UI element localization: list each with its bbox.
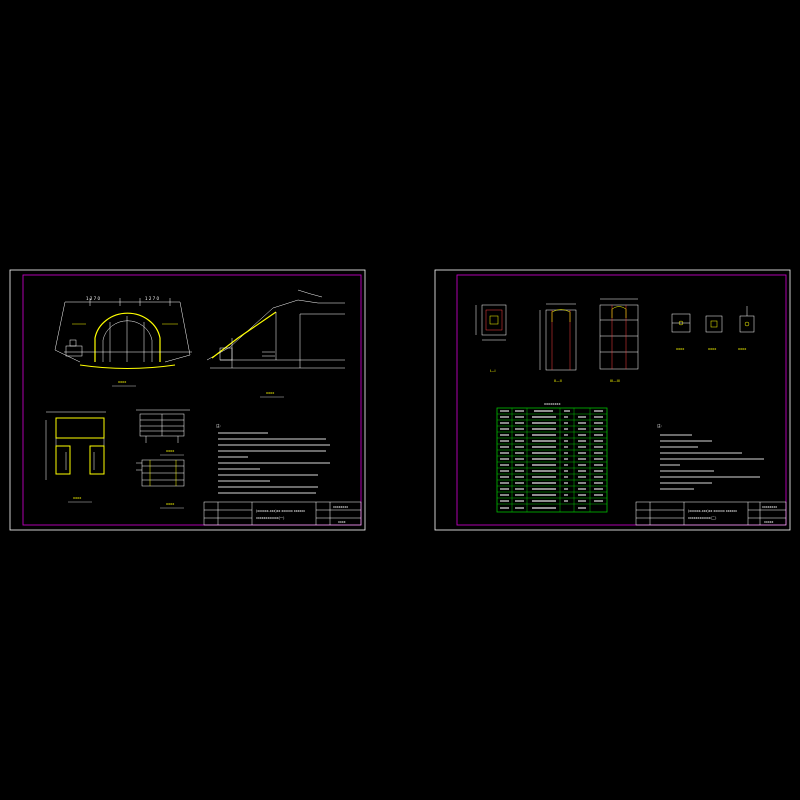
sheet-2-title-line1: (xxxxxx-xxx)xx xxxxxx xxxxxx	[688, 509, 737, 513]
portal-front-view	[54, 298, 192, 369]
sheet-1-notes-heading: 注:	[216, 423, 221, 428]
section-3-caption: III—III	[610, 379, 620, 383]
detail-b-drawing	[136, 409, 190, 443]
plan-view-2-caption: xxxx	[708, 347, 716, 351]
portal-side-view	[206, 289, 345, 369]
portal-front-dim-left: 1 2 7 0	[86, 296, 100, 301]
plan-view-3-drawing	[739, 306, 755, 333]
material-table-cell-text	[500, 410, 603, 509]
material-table-title: xxxxxxxx	[544, 402, 561, 406]
sheet-2-notes	[660, 434, 764, 490]
sheet-2-title-line2: xxxxxxxxxxxx(二)	[688, 516, 716, 520]
detail-a-caption: xxxx	[73, 496, 81, 500]
section-2-caption: II—II	[554, 379, 562, 383]
plan-view-1-drawing	[671, 313, 691, 333]
sheet-1: 1 2 7 0 1 2 7 0 xxxx xxxx	[9, 269, 366, 531]
sheet-1-title-block	[203, 501, 362, 526]
material-table	[496, 407, 608, 513]
sheet-2-project: xxxxxxxx	[762, 505, 777, 509]
sheet-2: I—I II—II III—III xxx	[434, 269, 791, 531]
sheet-2-number: xxxxx	[764, 520, 774, 524]
sheet-1-project: xxxxxxxx	[333, 505, 348, 509]
detail-c-caption: xxxx	[166, 502, 174, 506]
sheet-2-title-block	[635, 501, 787, 526]
sheet-1-inner-frame	[22, 274, 362, 526]
section-1-caption: I—I	[490, 369, 496, 373]
sheet-2-notes-heading: 注:	[657, 423, 662, 428]
sheet-2-inner-frame	[456, 274, 787, 526]
section-3-drawing	[599, 298, 639, 370]
section-1-drawing	[475, 304, 507, 341]
front-view-caption: xxxx	[118, 380, 126, 384]
portal-front-dim-right: 1 2 7 0	[145, 296, 159, 301]
plan-view-1-caption: xxxx	[676, 347, 684, 351]
plan-view-3-caption: xxxx	[738, 347, 746, 351]
side-view-caption: xxxx	[266, 391, 274, 395]
detail-b-caption: xxxx	[166, 449, 174, 453]
sheet-1-notes	[218, 432, 330, 494]
plan-view-2-drawing	[705, 315, 723, 333]
sheet-1-outer-border	[9, 269, 366, 531]
detail-a-drawing	[45, 411, 106, 480]
sheet-1-title-line1: (xxxxxx-xxx)xx xxxxxx xxxxxx	[256, 509, 305, 513]
section-2-drawing	[539, 303, 577, 371]
sheet-1-title-line2: xxxxxxxxxxxx(一)	[256, 516, 284, 520]
sheet-2-outer-border	[434, 269, 791, 531]
sheet-1-number: xxxx	[338, 520, 346, 524]
detail-c-drawing	[136, 459, 185, 487]
